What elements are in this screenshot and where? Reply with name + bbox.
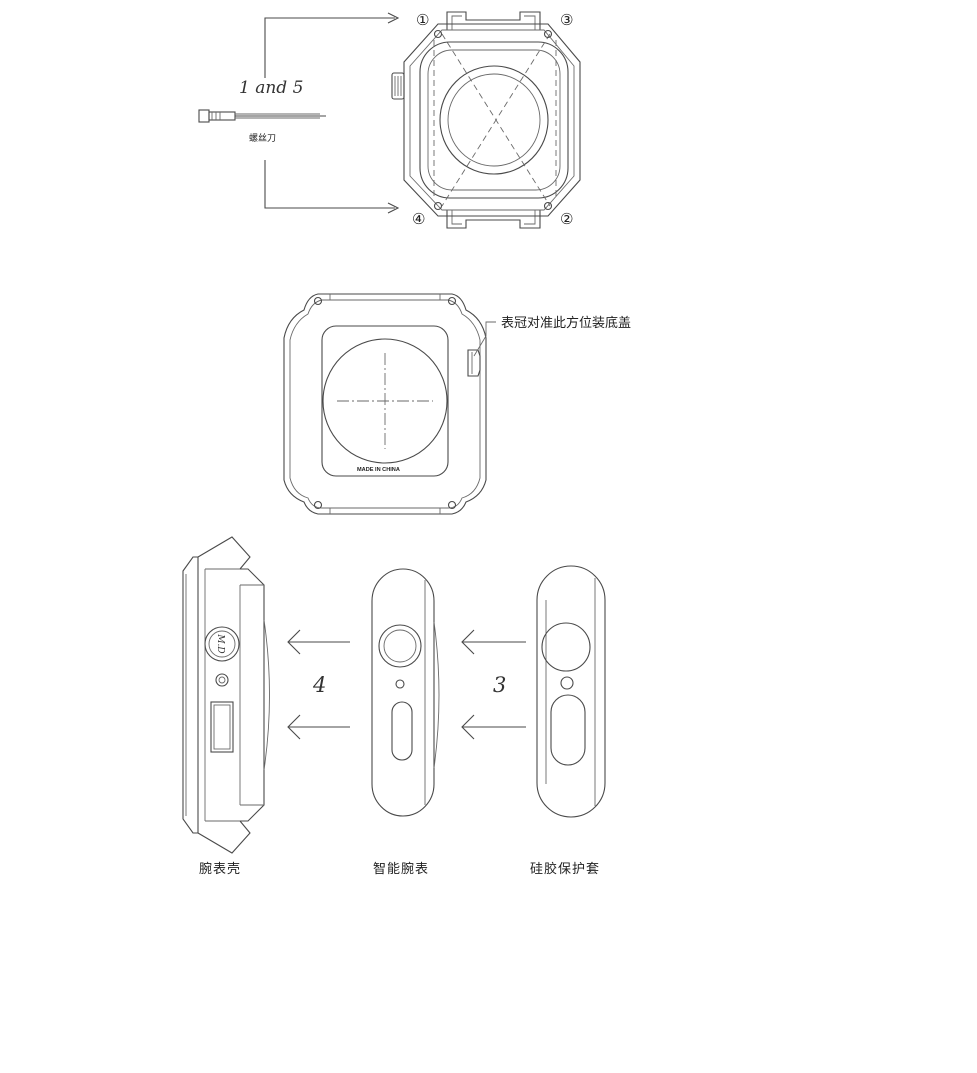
- made-in-china-text: MADE IN CHINA: [357, 467, 400, 473]
- crown-logo-text: M.D: [215, 633, 225, 653]
- screw-number-2: ②: [560, 210, 573, 228]
- step-3-label: 3: [493, 673, 506, 697]
- arrows-step-3: [461, 629, 526, 740]
- screwdriver-icon: [198, 109, 326, 123]
- arrow-to-screw-4: [264, 160, 395, 209]
- screwdriver-label: 螺丝刀: [249, 132, 276, 144]
- silicone-sleeve-side-view: [536, 565, 606, 818]
- arrows-step-4: [287, 629, 350, 740]
- step-label-1-and-5: 1 and 5: [239, 78, 303, 98]
- arrowhead-icon: [387, 12, 400, 24]
- arrow-to-screw-1: [264, 17, 395, 78]
- crown-alignment-note: 表冠对准此方位装底盖: [501, 315, 631, 331]
- watch-case-side-view: M.D: [182, 536, 270, 854]
- step-4-label: 4: [312, 673, 326, 697]
- screw-number-1: ①: [416, 11, 429, 29]
- screw-number-3: ③: [560, 11, 573, 29]
- arrowhead-icon: [387, 202, 400, 214]
- watch-case-top-view: [391, 11, 581, 229]
- case-back-view: MADE IN CHINA: [283, 293, 496, 515]
- caption-watch-case: 腕表壳: [199, 861, 241, 877]
- step-1-5-section: 1 and 5 螺丝刀: [198, 11, 581, 229]
- caption-smart-watch: 智能腕表: [373, 861, 429, 877]
- caption-silicone-sleeve: 硅胶保护套: [530, 861, 600, 877]
- smart-watch-side-view: [371, 568, 440, 817]
- screw-number-4: ④: [412, 210, 425, 228]
